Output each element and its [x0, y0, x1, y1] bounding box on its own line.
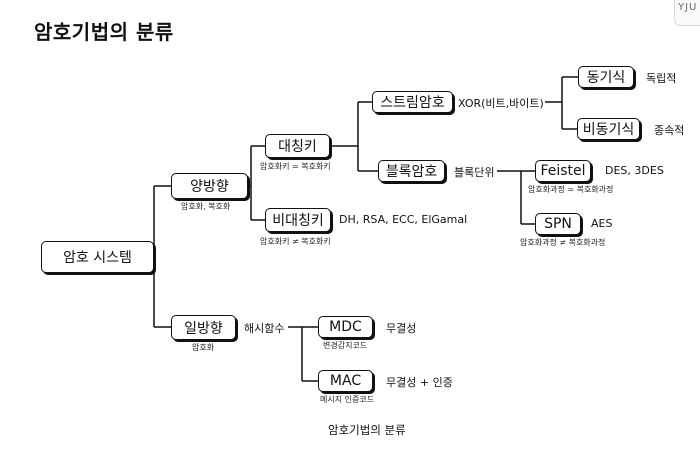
node-mac-label: MAC: [329, 373, 362, 389]
node-spn: SPN: [535, 213, 581, 235]
node-block-cipher-label: 블록암호: [385, 164, 438, 180]
feistel-sub: 암호화과정 = 복호화과정: [528, 185, 614, 194]
mac-sub: 메시지 인증코드: [320, 395, 375, 404]
node-asymmetric-label: 비대칭키: [272, 213, 324, 229]
sync-side: 독립적: [646, 72, 677, 85]
node-sync: 동기식: [578, 66, 634, 88]
node-crypto-system-label: 암호 시스템: [63, 250, 132, 266]
node-stream-cipher: 스트림암호: [372, 91, 453, 113]
feistel-side: DES, 3DES: [605, 164, 664, 177]
mdc-sub: 변경감지코드: [323, 341, 368, 350]
stream-side: XOR(비트,바이트): [458, 97, 544, 110]
asymmetric-side: DH, RSA, ECC, ElGamal: [339, 213, 468, 226]
spn-side: AES: [591, 217, 613, 230]
node-mac: MAC: [318, 370, 373, 392]
corner-badge-text: YJU: [678, 2, 698, 13]
one-way-side: 해시함수: [244, 322, 285, 335]
node-one-way: 일방향: [171, 315, 236, 340]
node-mdc-label: MDC: [329, 319, 362, 335]
node-feistel: Feistel: [535, 160, 591, 182]
node-symmetric-label: 대칭키: [278, 139, 317, 155]
node-block-cipher: 블록암호: [378, 160, 445, 182]
node-async: 비동기식: [577, 118, 640, 140]
asymmetric-sub: 암호화키 ≠ 복호화키: [260, 237, 331, 246]
figure-caption: 암호기법의 분류: [328, 423, 406, 437]
mdc-side: 무결성: [386, 322, 417, 335]
node-sync-label: 동기식: [586, 70, 626, 86]
one-way-sub: 암호화: [192, 343, 215, 352]
node-stream-cipher-label: 스트림암호: [380, 95, 445, 111]
node-two-way-label: 양방향: [190, 179, 229, 195]
symmetric-sub: 암호화키 = 복호화키: [260, 162, 331, 171]
two-way-sub: 암호화, 복호화: [181, 202, 231, 211]
node-two-way: 양방향: [171, 173, 248, 199]
spn-sub: 암호화과정 ≠ 복호화과정: [520, 238, 606, 247]
node-symmetric: 대칭키: [265, 134, 330, 158]
node-mdc: MDC: [318, 316, 373, 338]
node-async-label: 비동기식: [582, 122, 635, 138]
corner-badge: YJU: [674, 0, 700, 26]
mac-side: 무결성 + 인증: [386, 376, 453, 389]
node-one-way-label: 일방향: [184, 320, 223, 337]
async-side: 종속적: [654, 124, 685, 137]
node-crypto-system: 암호 시스템: [41, 241, 154, 273]
block-side: 블록단위: [454, 166, 495, 179]
page-title: 암호기법의 분류: [34, 20, 174, 44]
node-spn-label: SPN: [544, 216, 572, 232]
node-asymmetric: 비대칭키: [265, 208, 331, 232]
node-feistel-label: Feistel: [540, 163, 586, 179]
